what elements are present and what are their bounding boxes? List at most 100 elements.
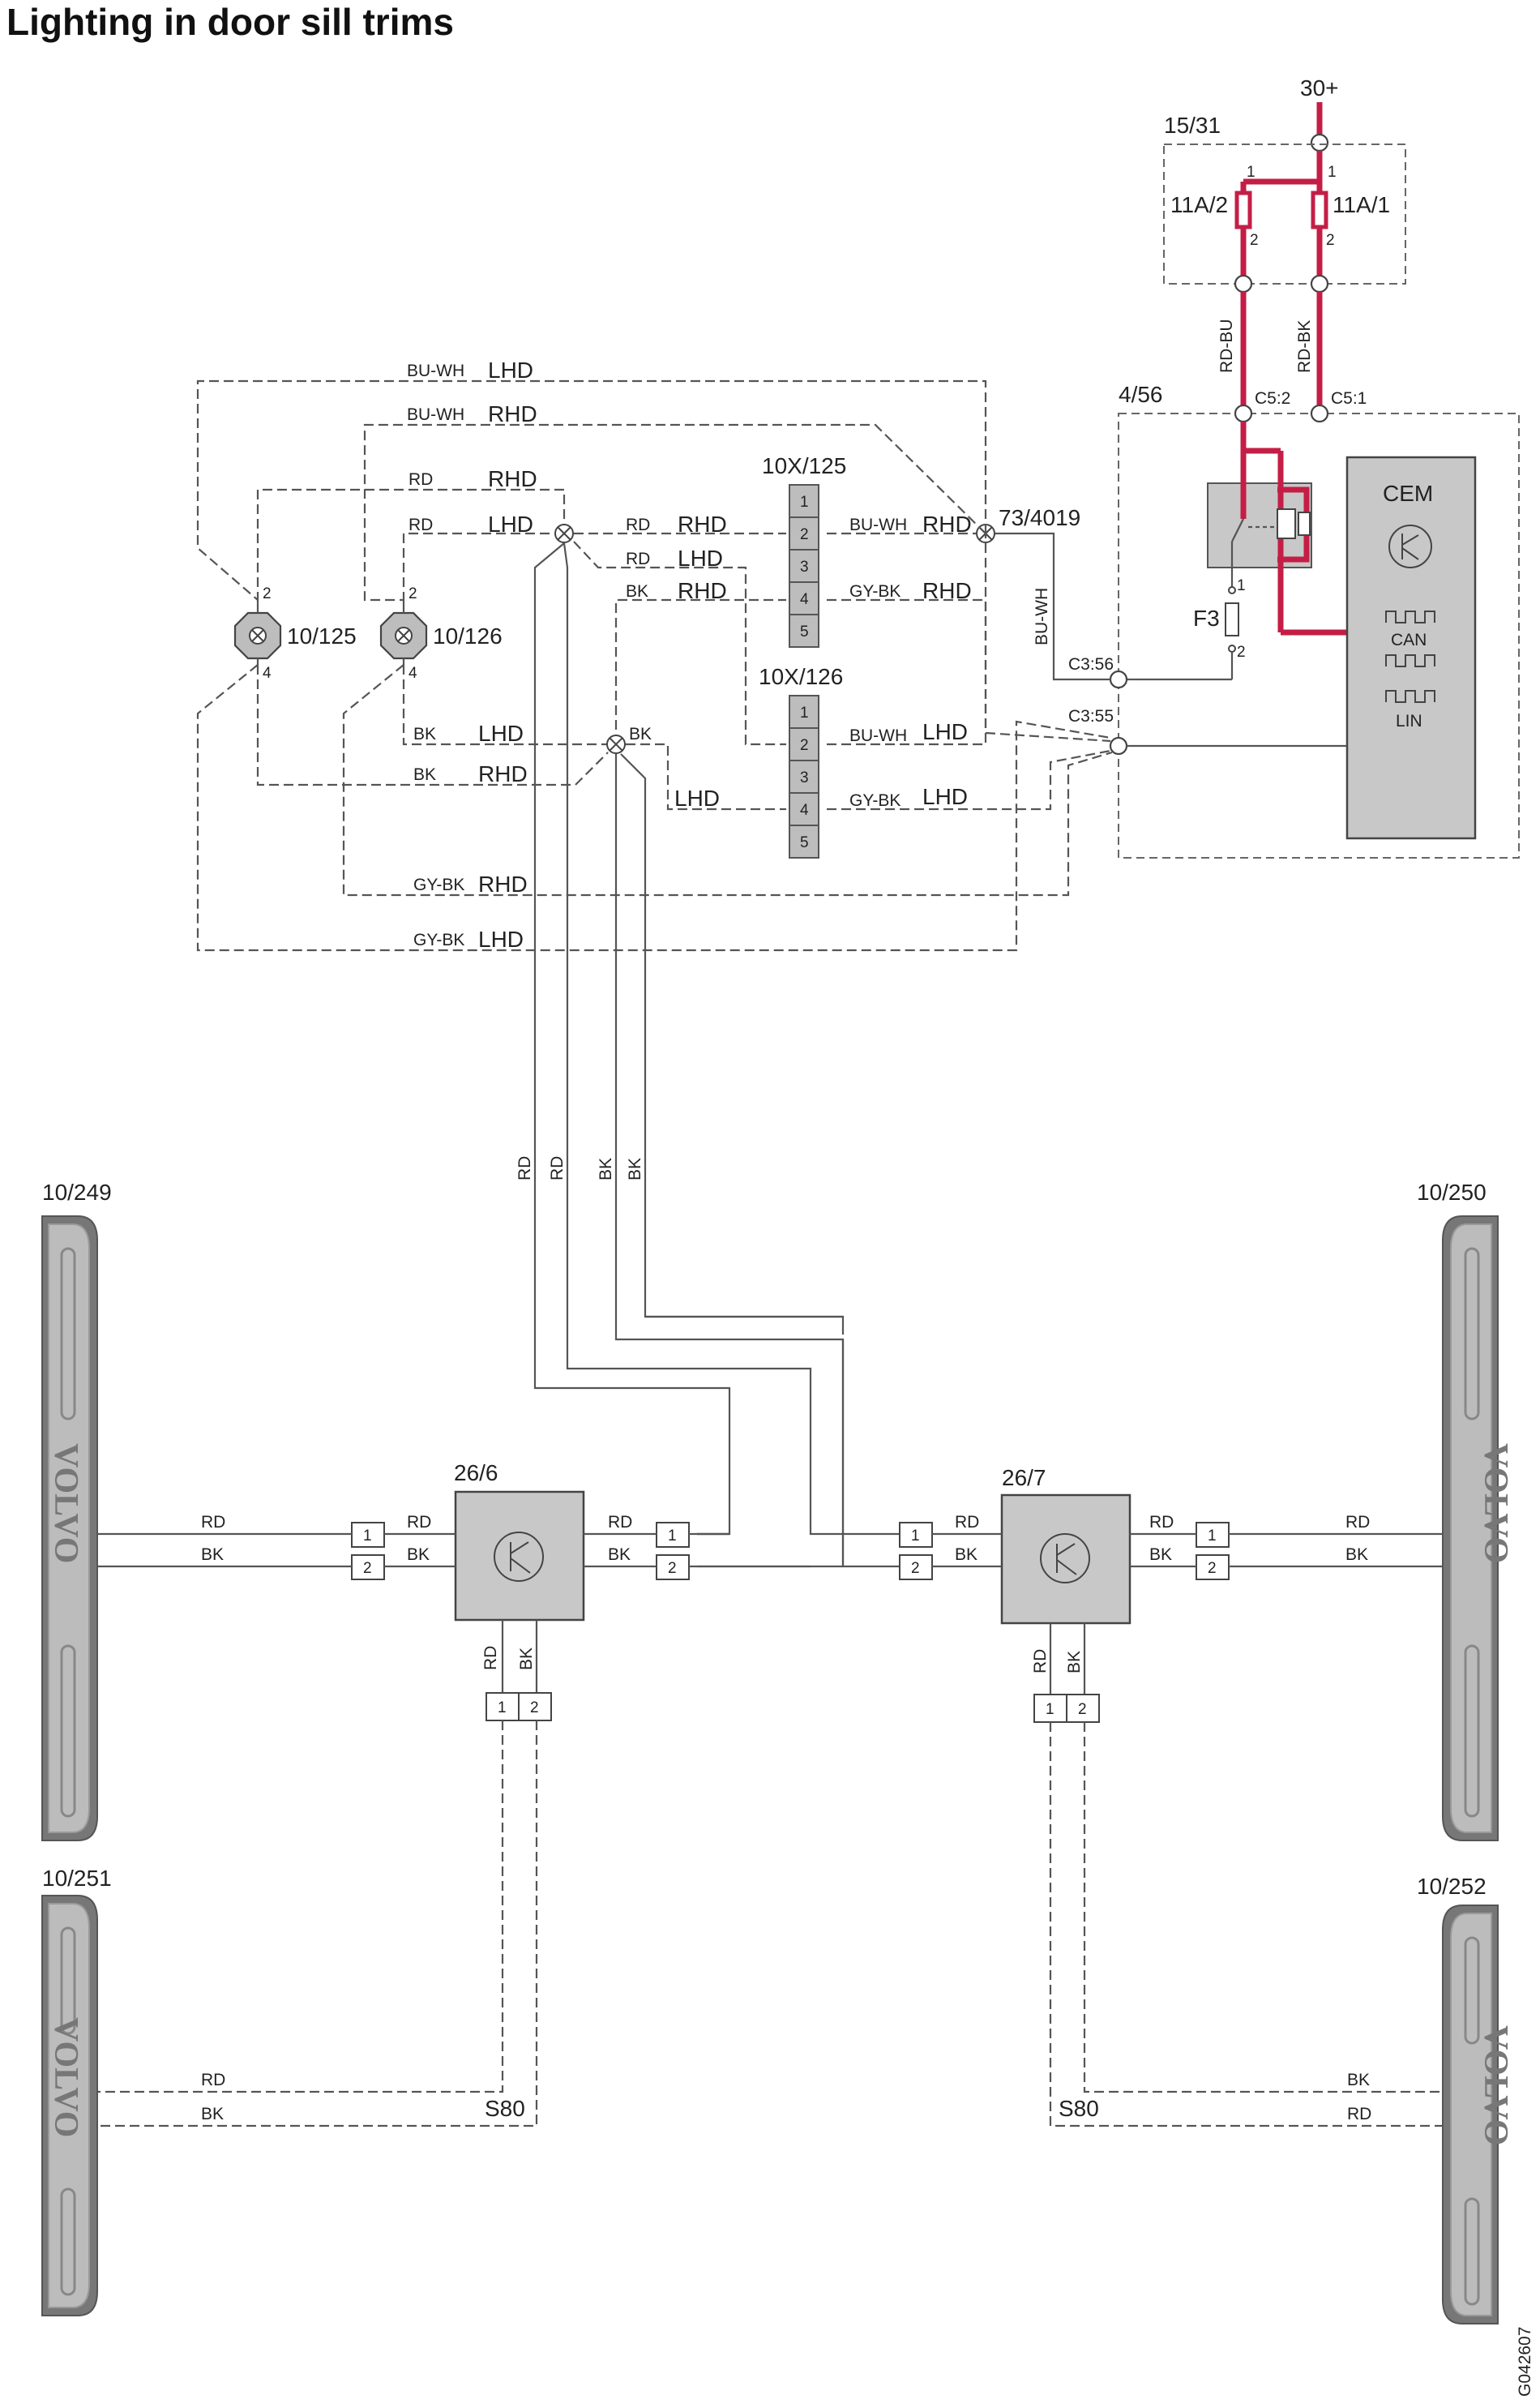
wire-rd-label: RD (1031, 1649, 1050, 1673)
wire-bk-label: BK (1347, 2071, 1370, 2089)
wire-rd-label: RD (409, 516, 433, 534)
variant-rhd-label: RHD (488, 401, 537, 426)
wire-rd-bk-label: RD-BK (1295, 320, 1314, 373)
volvo-logo: VOLVO (47, 2017, 84, 2137)
variant-rhd-label: RHD (488, 466, 537, 491)
pin-label: 1 (911, 1527, 920, 1545)
figure-code: G042607 (1516, 2327, 1534, 2397)
sill-10-251: 10/251 VOLVO (41, 1866, 112, 2316)
wire-rd-label: RD (201, 1513, 225, 1532)
sill-10-252-label: 10/252 (1417, 1874, 1487, 1899)
variant-rhd-label: RHD (922, 578, 972, 603)
c3-55-label: C3:55 (1068, 707, 1114, 726)
f3-pin-label: 1 (1237, 577, 1246, 594)
splice-73-4019-label: 73/4019 (999, 505, 1080, 530)
connector-pin-cell (789, 614, 819, 648)
variant-lhd-label: LHD (674, 786, 720, 811)
lamp-10-126: 10/126 2 4 (379, 585, 503, 682)
lamp-pin-label: 2 (409, 585, 417, 602)
wire-rd-label: RD (1347, 2105, 1371, 2123)
wire-rd-label: RD (481, 1646, 500, 1670)
lin-label: LIN (1396, 712, 1422, 731)
fuse-box-label: 15/31 (1164, 113, 1221, 138)
cem-box-4-56: 4/56 C5:2 C5:1 F3 1 2 CEM (1068, 382, 1520, 859)
wire-rd-label: RD (608, 1513, 632, 1532)
variant-lhd-label: LHD (922, 719, 968, 744)
wire-rd-bu-label: RD-BU (1217, 319, 1236, 374)
connector-pin-label: 4 (800, 591, 809, 608)
variant-lhd-label: LHD (922, 784, 968, 809)
sill-10-251-label: 10/251 (42, 1866, 112, 1891)
volvo-logo: VOLVO (1477, 1443, 1514, 1563)
power-label: 30+ (1300, 75, 1339, 101)
wire-bu-wh-label: BU-WH (849, 516, 907, 534)
pin-label: 1 (498, 1699, 507, 1716)
lamp-pin-label: 4 (409, 665, 417, 682)
sill-10-250-label: 10/250 (1417, 1180, 1487, 1205)
variant-rhd-label: RHD (678, 578, 727, 603)
variant-lhd-label: LHD (478, 721, 524, 746)
wire-bk-label: BK (608, 1545, 631, 1564)
connector-pin-cell (789, 516, 819, 551)
wire-bk-label: BK (201, 1545, 224, 1564)
connector-pin-label: 3 (800, 769, 809, 786)
connector-pin-cell (789, 581, 819, 615)
connector-pin-label: 3 (800, 559, 809, 576)
wire-rd-label: RD (955, 1513, 979, 1532)
wire-bk-label: BK (413, 765, 436, 784)
wire-bk-label: BK (1149, 1545, 1172, 1564)
variant-rhd-label: RHD (678, 512, 727, 537)
wire-rd-label: RD (548, 1156, 567, 1180)
wire-bk-label: BK (1065, 1651, 1084, 1673)
wire-rd-label: RD (409, 470, 433, 489)
wire-rd-label: RD (626, 550, 650, 568)
lamp-10-126-label: 10/126 (433, 623, 503, 649)
wire-bu-wh-label: BU-WH (407, 405, 464, 424)
variant-rhd-label: RHD (922, 512, 972, 537)
variant-lhd-label: LHD (478, 927, 524, 952)
wire-bk-label: BK (597, 1158, 615, 1180)
pin-label: 1 (668, 1527, 677, 1545)
page-title: Lighting in door sill trims (6, 1, 454, 43)
connector-pin-cell (789, 825, 819, 859)
connector-10x-125-label: 10X/125 (762, 453, 846, 478)
pin-label: 2 (363, 1560, 372, 1577)
wire-rd-label: RD (1345, 1513, 1370, 1532)
c3-56-label: C3:56 (1068, 655, 1114, 674)
main-trunk: RD RD BK BK (515, 542, 900, 1568)
pin-label: 2 (911, 1560, 920, 1577)
wire-bk-label: BK (201, 2105, 224, 2123)
sill-10-252: 10/252 VOLVO (1417, 1874, 1514, 2324)
can-label: CAN (1391, 631, 1427, 649)
wire-bk-label: BK (413, 725, 436, 743)
lamp-10-125-label: 10/125 (287, 623, 357, 649)
fuse-f3-label: F3 (1193, 606, 1220, 631)
connector-pin-label: 5 (800, 623, 809, 641)
volvo-logo: VOLVO (47, 1443, 84, 1563)
variant-lhd-label: LHD (488, 512, 533, 537)
variant-rhd-label: RHD (478, 761, 528, 786)
cem-module (1345, 456, 1477, 840)
wire-bk-label: BK (1345, 1545, 1368, 1564)
module-26-6: 26/6 1 2 RD BK 1 2 RD BK RD BK 1 2 (97, 1460, 811, 2127)
variant-s80-label: S80 (1059, 2096, 1099, 2121)
wire-rd-label: RD (626, 516, 650, 534)
wire-bu-wh-label: BU-WH (407, 362, 464, 380)
fuse-11a1-label: 11A/1 (1333, 192, 1390, 217)
module-26-6-label: 26/6 (454, 1460, 498, 1485)
connector-pin-label: 4 (800, 802, 809, 819)
fuse-pin-label: 2 (1250, 232, 1259, 249)
sill-10-249-label: 10/249 (42, 1180, 112, 1205)
connector-pin-label: 1 (800, 494, 809, 511)
wire-rd-label: RD (1149, 1513, 1174, 1532)
sill-left-wires: RD BK (97, 1513, 352, 1568)
lamp-10-125: 10/125 2 4 (233, 585, 357, 682)
wire-bu-wh-label: BU-WH (849, 726, 907, 745)
wire-bk-label: BK (629, 725, 652, 743)
lamp-pin-label: 4 (263, 665, 272, 682)
wire-bk-label: BK (955, 1545, 977, 1564)
pin-label: 2 (668, 1560, 677, 1577)
pin-label: 1 (1208, 1527, 1217, 1545)
module-26-7: 26/7 1 2 RD BK 1 2 RD BK RD BK RD BK 1 (899, 1465, 1443, 2127)
